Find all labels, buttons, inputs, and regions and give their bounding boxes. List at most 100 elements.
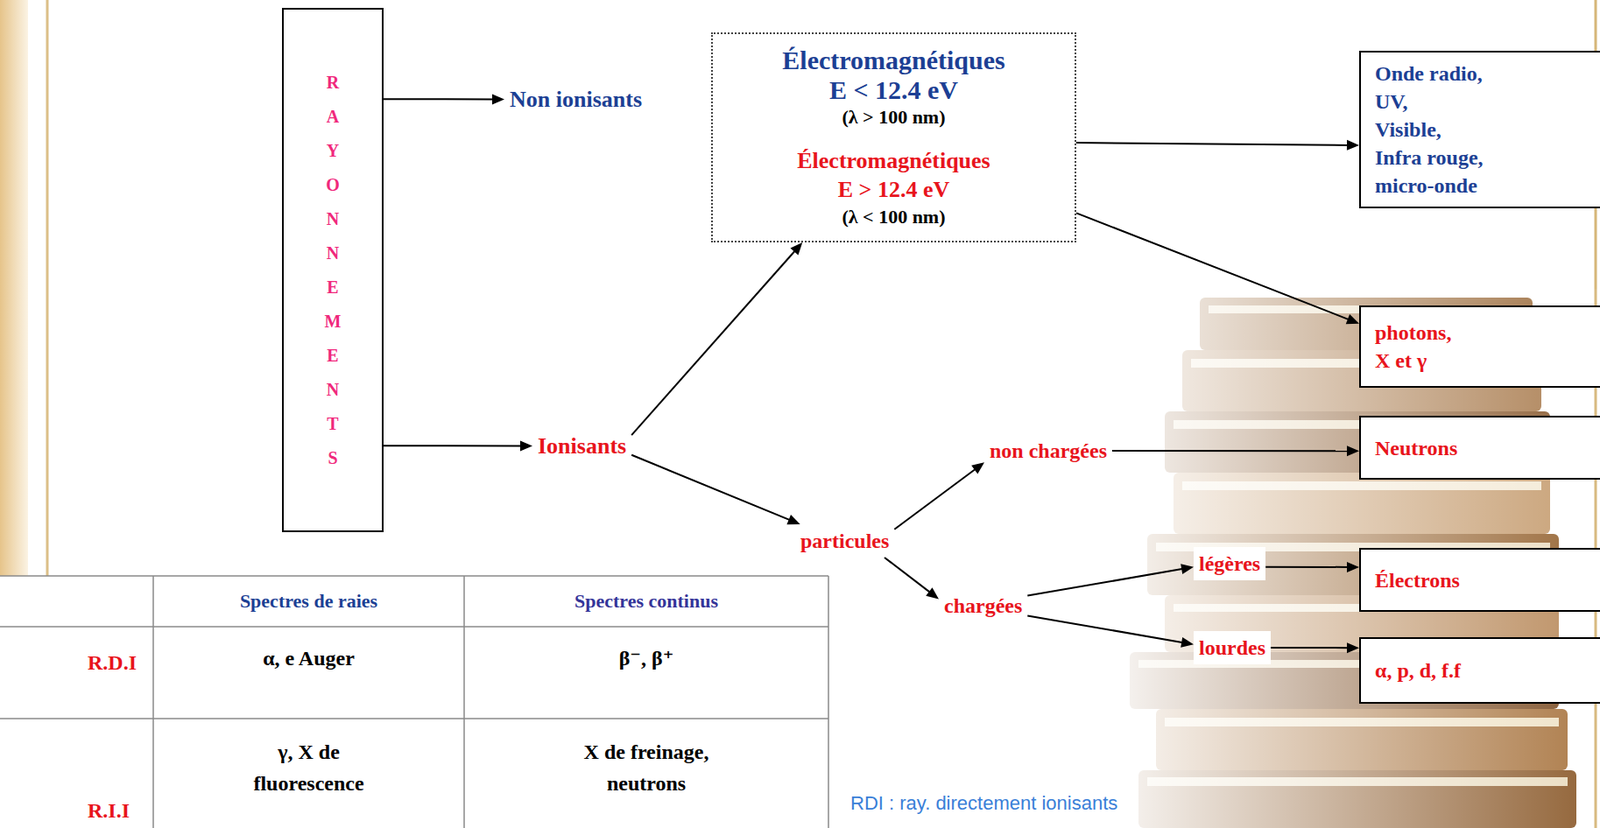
connector-line — [1270, 647, 1349, 649]
text-line: micro-onde — [1374, 171, 1598, 200]
connector-arrow — [1265, 562, 1360, 573]
connector-line — [1027, 569, 1184, 597]
node-text: photons, X et γ — [1374, 318, 1598, 375]
note-text: RDI : ray. directement ionisants — [846, 791, 1121, 817]
text-line: neutrons — [464, 768, 829, 800]
result-box: Neutrons — [1359, 415, 1600, 480]
connector-arrow — [631, 242, 803, 436]
node-text: chargées — [944, 592, 1023, 620]
row-header: R.I.I — [87, 797, 130, 825]
label-holder: X de freinage, neutrons — [464, 736, 829, 800]
node-text: Onde radio, UV, Visible, Infra rouge, mi… — [1374, 59, 1598, 200]
table-rule — [0, 575, 829, 578]
group-box: ÉlectromagnétiquesE < 12.4 eV(λ > 100 nm… — [711, 32, 1077, 243]
text-line: Infra rouge, — [1374, 143, 1598, 172]
result-box: α, p, d, f.f — [1359, 637, 1600, 705]
table-rule — [0, 718, 829, 720]
connector-arrow — [884, 557, 939, 600]
arrow-head — [1180, 637, 1194, 649]
node-text: RAYONNEMENTS — [324, 65, 342, 476]
node-text: Électromagnétiques — [719, 147, 1068, 176]
arrow-head — [1180, 563, 1194, 575]
connector-line — [1265, 566, 1349, 569]
arrow-head — [1346, 642, 1360, 654]
table-cell: α, e Auger — [153, 645, 465, 672]
connector-arrow — [894, 462, 985, 529]
branch-label: particules — [795, 524, 895, 558]
connector-line — [631, 455, 790, 522]
row-header: R.D.I — [87, 649, 137, 677]
label-holder: γ, X de fluorescence — [153, 736, 465, 800]
node-text: E < 12.4 eV — [719, 75, 1068, 106]
connector-line — [383, 444, 522, 447]
text-line: photons, — [1374, 318, 1598, 347]
connector-line — [884, 557, 931, 593]
arrow-head — [520, 440, 533, 452]
connector-line — [1076, 142, 1349, 146]
label-holder: β⁻, β⁺ — [464, 645, 829, 672]
text-line: X et γ — [1374, 346, 1598, 375]
table-ground — [0, 576, 829, 828]
connector-arrow — [1076, 140, 1360, 151]
table-rule — [152, 576, 155, 828]
branch-label: légères — [1193, 547, 1266, 581]
branch-label: lourdes — [1193, 631, 1271, 665]
label-holder: Spectres continus — [464, 589, 829, 614]
table-rule — [827, 576, 830, 828]
connector-line — [1112, 450, 1349, 452]
node-text: lourdes — [1198, 634, 1266, 662]
connector-line — [1027, 615, 1184, 643]
arrow-head — [1346, 562, 1360, 573]
connector-arrow — [383, 440, 533, 452]
connector-line — [383, 98, 494, 100]
arrow-head — [1346, 140, 1360, 151]
connector-arrow — [1270, 642, 1360, 654]
label-holder: Spectres de raies — [153, 589, 465, 614]
text-line: Visible, — [1374, 115, 1598, 144]
node-text: particules — [800, 528, 889, 555]
node-text: (λ < 100 nm) — [719, 204, 1068, 230]
text-line: X de freinage, — [464, 736, 829, 769]
label-holder: α, e Auger — [153, 645, 465, 672]
connector-line — [1076, 212, 1350, 320]
table-header: Spectres continus — [464, 589, 829, 614]
table-cell: X de freinage, neutrons — [464, 736, 829, 800]
arrow-head — [971, 462, 985, 474]
arrow-head — [789, 242, 803, 255]
result-box: Onde radio, UV, Visible, Infra rouge, mi… — [1359, 50, 1600, 209]
connector-arrow — [1112, 445, 1360, 457]
connector-arrow — [1076, 212, 1360, 325]
node-text: Non ionisants — [509, 84, 642, 114]
table-cell: γ, X de fluorescence — [225, 736, 393, 800]
connector-line — [631, 250, 796, 436]
label-holder: RDI : ray. directement ionisants — [846, 791, 1121, 817]
arrow-head — [786, 514, 800, 525]
connector-arrow — [1027, 563, 1194, 596]
table-header: Spectres de raies — [153, 589, 465, 614]
branch-label: non chargées — [984, 434, 1113, 468]
node-text: E > 12.4 eV — [719, 175, 1068, 205]
label-holder: R.D.I — [87, 649, 137, 677]
table-rule — [0, 626, 829, 628]
spectra-table-grid — [0, 576, 829, 828]
table-rule — [463, 576, 466, 828]
arrow-head — [492, 93, 505, 105]
branch-label: chargées — [938, 589, 1028, 623]
node-text: non chargées — [989, 437, 1107, 465]
category-box: RAYONNEMENTS — [281, 7, 384, 533]
table-cell: β⁻, β⁺ — [464, 645, 829, 672]
node-text: Neutrons — [1374, 434, 1598, 463]
arrow-head — [1346, 445, 1360, 457]
result-box: photons, X et γ — [1359, 305, 1600, 388]
connector-arrow — [1027, 615, 1194, 648]
connector-arrow — [631, 455, 801, 525]
text-line: Onde radio, — [1374, 59, 1598, 88]
result-box: Électrons — [1359, 548, 1600, 613]
arrow-head — [925, 587, 939, 600]
node-text: α, p, d, f.f — [1374, 656, 1598, 685]
node-text: Électromagnétiques — [719, 45, 1068, 76]
connector-line — [894, 468, 976, 529]
node-text: (λ > 100 nm) — [719, 105, 1068, 130]
text-line: UV, — [1374, 87, 1598, 116]
branch-label: Non ionisants — [504, 81, 648, 118]
